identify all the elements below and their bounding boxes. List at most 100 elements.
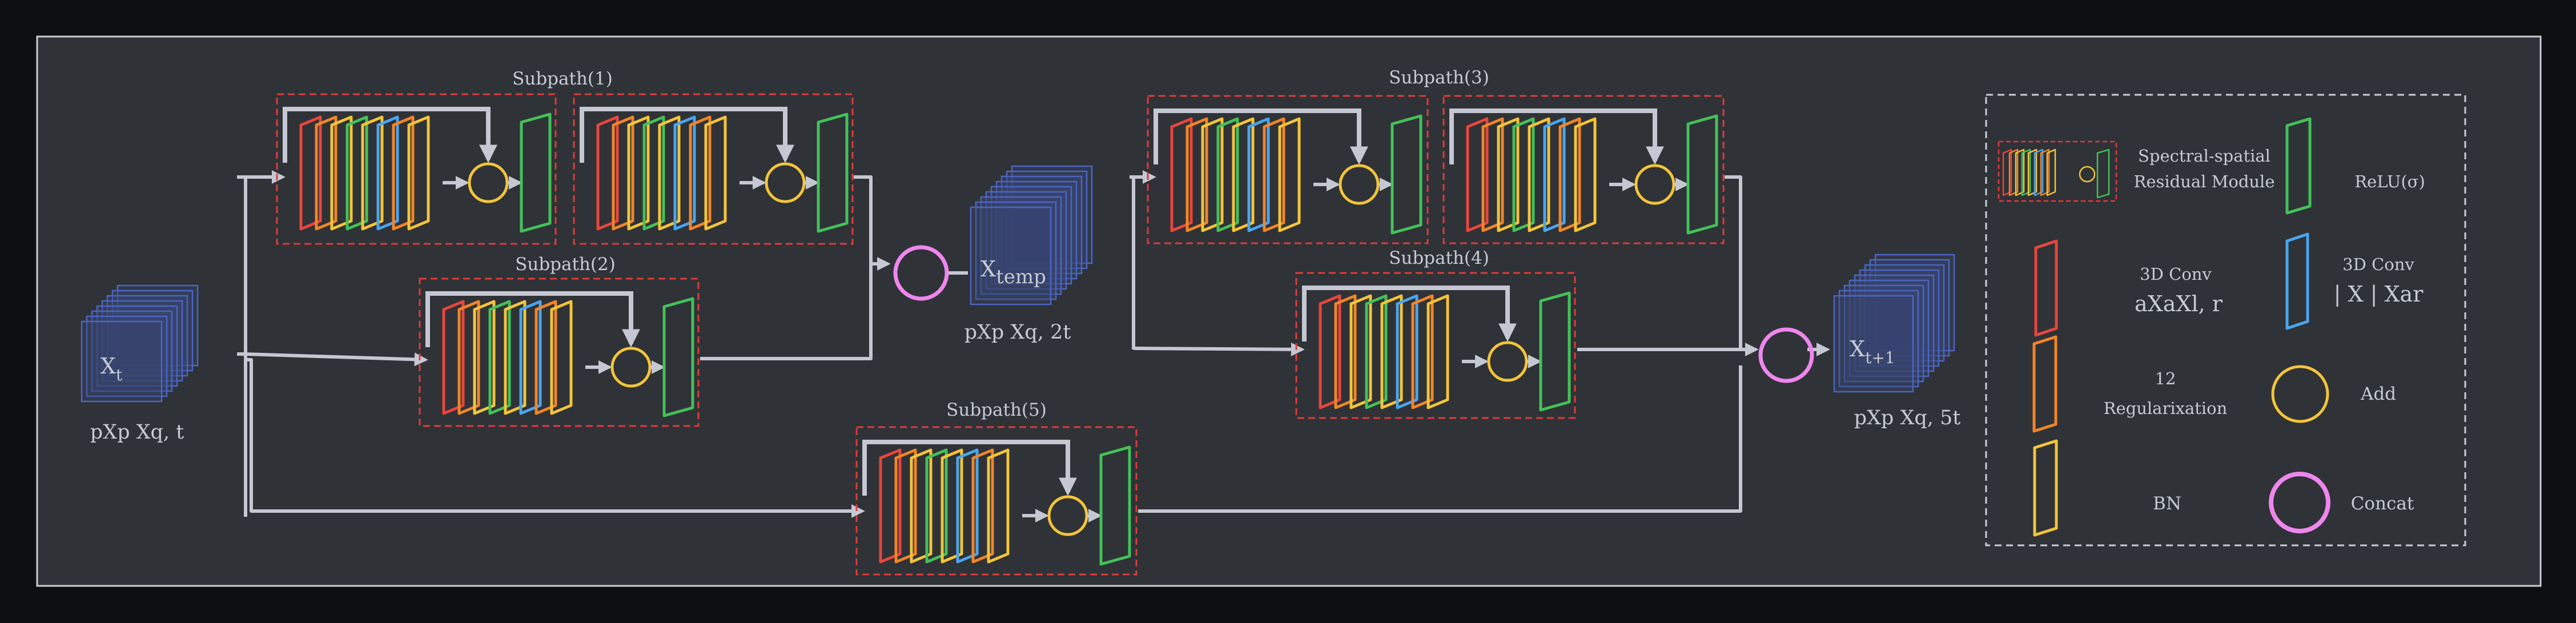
input-tensor-label: Xt bbox=[101, 353, 123, 384]
svg-text:Xtemp: Xtemp bbox=[980, 256, 1046, 288]
regularization-layer bbox=[535, 300, 557, 415]
conv-red-layer bbox=[299, 115, 322, 231]
legend-mini-relu bbox=[2096, 148, 2110, 199]
relu-layer bbox=[1216, 117, 1239, 232]
input-tensor-shape: pXp Xq, t bbox=[90, 421, 184, 444]
add-node bbox=[468, 162, 509, 203]
bn-layer bbox=[473, 300, 496, 415]
conv-blue-layer bbox=[1396, 294, 1418, 409]
residual-modules bbox=[276, 93, 1725, 576]
legend-mini-layer bbox=[2021, 148, 2031, 196]
legend-conv-red-line2: aXaXl, r bbox=[2135, 291, 2223, 316]
conv-blue-layer bbox=[519, 300, 542, 415]
tensor-slice bbox=[116, 284, 199, 367]
regularization-layer bbox=[1334, 294, 1357, 409]
tensor-slice bbox=[990, 186, 1072, 285]
tensor-slice bbox=[1006, 170, 1088, 270]
subpath3-to-concat2-line bbox=[1725, 175, 1742, 349]
bn-layer bbox=[330, 115, 353, 231]
bn-layer bbox=[1380, 294, 1403, 409]
to-subpath5-line bbox=[246, 358, 865, 518]
legend-mini-layer bbox=[2002, 148, 2012, 196]
tensor-slice bbox=[86, 315, 168, 397]
output-tensor-shape: pXp Xq, 5t bbox=[1854, 407, 1961, 429]
residual-module-5 bbox=[855, 426, 1138, 576]
subpath-5-title: Subpath(5) bbox=[946, 400, 1047, 420]
tensor-slice bbox=[91, 310, 173, 392]
dashed-module-box bbox=[1442, 95, 1725, 244]
legend-concat-symbol bbox=[2269, 472, 2330, 533]
relu-layer bbox=[817, 112, 849, 233]
conv-red-layer bbox=[1466, 117, 1489, 232]
tensor-slice bbox=[111, 290, 194, 372]
relu-layer bbox=[662, 297, 694, 417]
legend-reg-line1: 12 bbox=[2155, 369, 2176, 388]
subpath-2-title: Subpath(2) bbox=[515, 254, 616, 275]
conv-blue-layer bbox=[956, 448, 979, 564]
residual-module-3b bbox=[1442, 95, 1725, 244]
regularization-layer bbox=[612, 115, 634, 231]
regularization-layer bbox=[315, 115, 337, 231]
legend-ssrm-symbol bbox=[1998, 140, 2117, 202]
residual-module-4 bbox=[1295, 272, 1576, 419]
relu-layer bbox=[1539, 291, 1571, 412]
dashed-module-box bbox=[1295, 272, 1576, 419]
tensor-slice bbox=[1833, 295, 1914, 393]
connection-arrows bbox=[237, 170, 1830, 518]
tensor-slice bbox=[1000, 175, 1083, 275]
bn-layer bbox=[1497, 117, 1520, 232]
conv-blue-layer bbox=[1247, 117, 1270, 232]
legend-bn-symbol bbox=[2033, 439, 2058, 537]
legend-mini-layer bbox=[2015, 148, 2025, 196]
subpath-3-title: Subpath(3) bbox=[1389, 67, 1489, 88]
bn-layer bbox=[910, 448, 933, 564]
bn-layer bbox=[1232, 117, 1255, 232]
residual-module-1a bbox=[276, 93, 557, 245]
bn-layer bbox=[407, 115, 430, 231]
legend-conv-red-line1: 3D Conv bbox=[2140, 264, 2212, 284]
legend-mini-layer bbox=[2008, 148, 2019, 196]
bn-layer bbox=[941, 448, 963, 564]
relu-layer bbox=[1391, 114, 1422, 235]
tensor-slice bbox=[1838, 290, 1919, 388]
dashed-module-box bbox=[419, 278, 700, 427]
relu-layer bbox=[925, 448, 948, 564]
dashed-module-box bbox=[276, 93, 557, 245]
conv-red-layer bbox=[879, 448, 902, 564]
legend-relu-symbol bbox=[2285, 117, 2312, 215]
add-node bbox=[1047, 495, 1088, 536]
tensor-slice bbox=[101, 300, 183, 382]
regularization-layer bbox=[1411, 294, 1434, 409]
bn-layer bbox=[987, 448, 1010, 564]
conv-red-layer bbox=[1170, 117, 1193, 232]
regularization-layer bbox=[1558, 117, 1581, 232]
concat-node-2 bbox=[1758, 327, 1814, 383]
legend-conv-blue-line2: | X | Xar bbox=[2334, 282, 2424, 307]
legend-add-label: Add bbox=[2360, 384, 2396, 404]
legend-mini-layer bbox=[2046, 148, 2056, 196]
diagram-frame bbox=[36, 35, 2542, 587]
residual-module-1b bbox=[573, 93, 854, 245]
skip-connection-arrow bbox=[862, 440, 1077, 496]
legend-frame bbox=[1985, 94, 2466, 546]
temp-tensor-label: Xtemp bbox=[980, 256, 1046, 288]
output-tensor-stack bbox=[1833, 254, 1955, 393]
add-node bbox=[765, 162, 806, 203]
relu-layer bbox=[345, 115, 368, 231]
bn-layer bbox=[361, 115, 384, 231]
bn-layer bbox=[627, 115, 650, 231]
legend-mini-add bbox=[2079, 166, 2096, 183]
legend: Spectral-spatial Residual Module ReLU(σ)… bbox=[1985, 94, 2466, 546]
dashed-module-box bbox=[855, 426, 1138, 576]
skip-connection-arrow bbox=[1302, 286, 1517, 342]
legend-conv-blue-line1: 3D Conv bbox=[2342, 255, 2414, 274]
tensor-slice bbox=[96, 305, 178, 387]
regularization-layer bbox=[392, 115, 415, 231]
regularization-layer bbox=[1481, 117, 1504, 232]
bn-layer bbox=[704, 115, 727, 231]
legend-regularization-symbol bbox=[2032, 335, 2057, 433]
tensor-slice bbox=[1843, 284, 1924, 383]
subpath5-to-concat2-line bbox=[1138, 365, 1742, 513]
conv-blue-layer bbox=[1543, 117, 1566, 232]
regularization-layer bbox=[971, 448, 994, 564]
